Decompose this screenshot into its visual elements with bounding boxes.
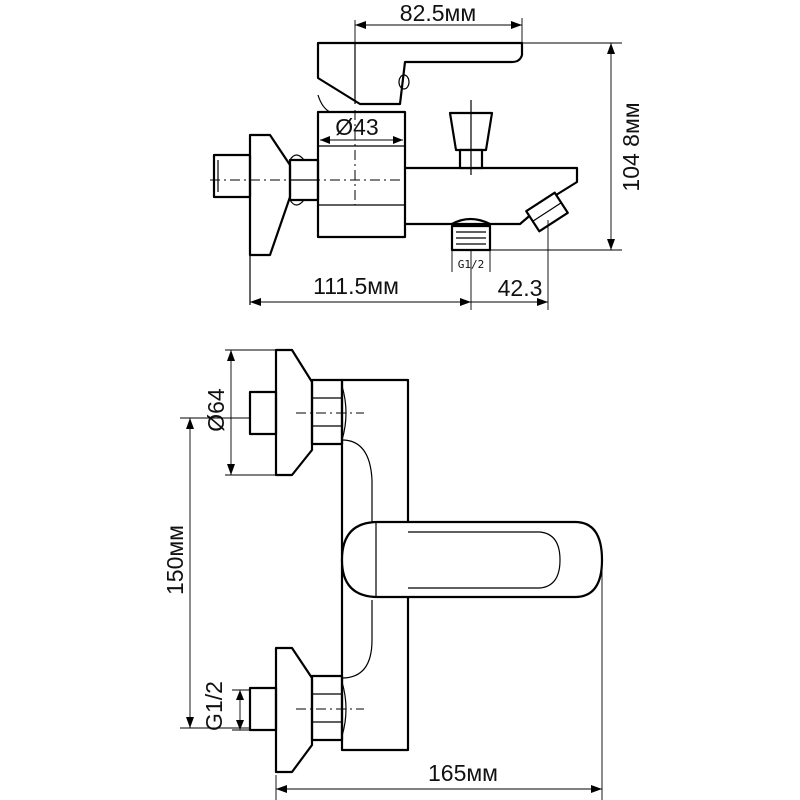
overall-width-label: 165мм — [428, 760, 498, 786]
center-distance-label: 150мм — [162, 525, 188, 595]
dimension-flange: Ø64 — [203, 349, 280, 476]
dimension-height-label: 104 8мм — [618, 102, 644, 191]
side-view: 82.5мм 104 8мм Ø43 — [210, 0, 644, 310]
body-diameter-label: Ø43 — [335, 114, 378, 140]
flange-diameter-label: Ø64 — [203, 388, 229, 432]
shower-outlet: G1/2 — [450, 217, 492, 272]
front-thread-label: G1/2 — [201, 681, 227, 731]
mixer-body-side: Ø43 — [316, 110, 407, 239]
lower-connection — [248, 646, 364, 774]
dimension-height: 104 8мм — [490, 42, 644, 251]
lever-handle-side — [316, 41, 524, 113]
dimension-overall-width: 165мм — [275, 560, 603, 800]
dimension-depth: 111.5мм — [250, 250, 472, 310]
dimension-center-distance: 150мм — [162, 417, 250, 729]
wall-connection-side — [212, 133, 320, 305]
dimension-depth-label: 111.5мм — [313, 273, 399, 299]
dimension-spout-label: 42.3 — [498, 275, 543, 301]
front-view: Ø64 150мм G1/2 — [162, 348, 604, 800]
aerator-side — [525, 191, 569, 233]
dimension-width: 82.5мм — [354, 0, 523, 45]
diverter-knob — [448, 100, 494, 175]
dimension-thread: G1/2 — [201, 681, 250, 731]
lever-handle-front — [340, 520, 604, 599]
dimension-width-label: 82.5мм — [400, 0, 476, 26]
dimension-spout: 42.3 — [471, 220, 549, 310]
upper-connection — [248, 348, 364, 477]
spout-side — [210, 166, 579, 226]
